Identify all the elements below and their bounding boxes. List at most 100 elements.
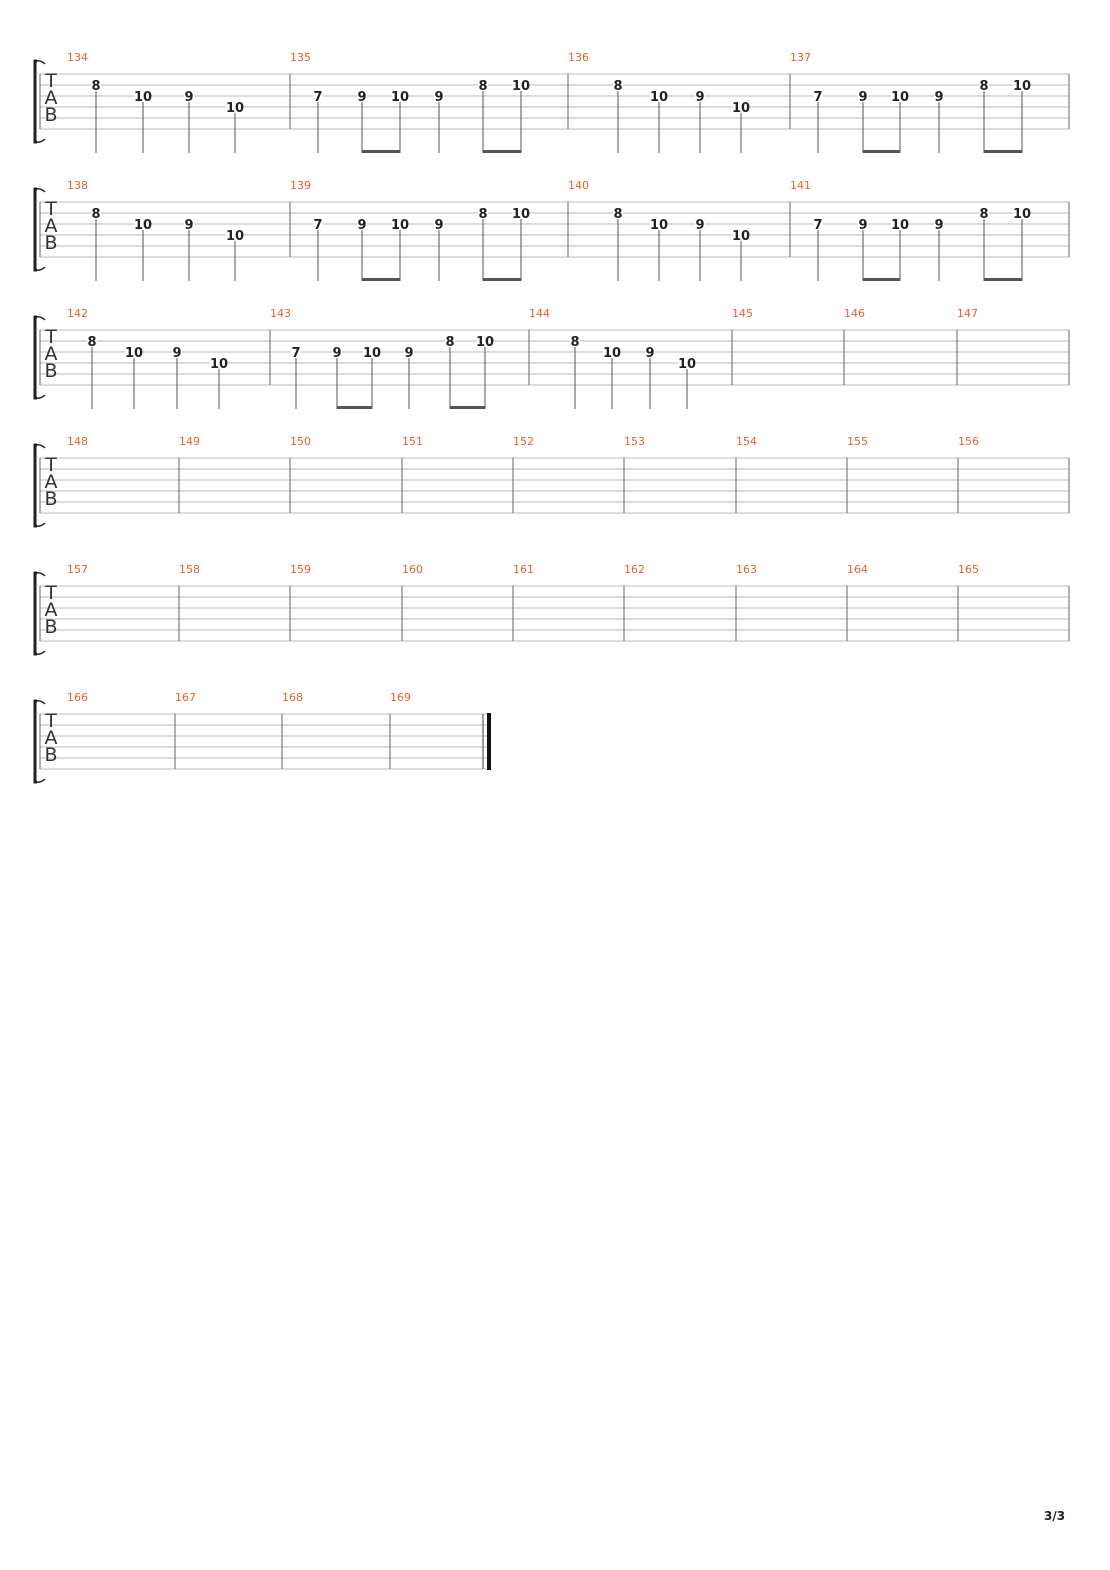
fret-number: 9 bbox=[934, 90, 943, 105]
fret-number: 10 bbox=[512, 79, 530, 94]
fret-number: 10 bbox=[226, 229, 244, 244]
system-bracket bbox=[33, 699, 37, 784]
fret-bg bbox=[813, 90, 823, 102]
bracket-top-hook bbox=[34, 188, 46, 193]
system-bracket bbox=[33, 571, 37, 656]
fret-bg bbox=[732, 229, 750, 241]
fret-bg bbox=[184, 218, 194, 230]
fret-number: 9 bbox=[858, 90, 867, 105]
fret-bg bbox=[476, 335, 494, 347]
tab-clef-letter: A bbox=[45, 343, 58, 365]
measure-number: 159 bbox=[290, 563, 311, 576]
fret-bg bbox=[172, 346, 182, 358]
tab-clef-letter: T bbox=[44, 710, 57, 732]
measure-number: 160 bbox=[402, 563, 423, 576]
fret-bg bbox=[603, 346, 621, 358]
fret-number: 10 bbox=[732, 229, 750, 244]
measure-number: 143 bbox=[270, 307, 291, 320]
fret-bg bbox=[87, 335, 97, 347]
fret-number: 7 bbox=[313, 218, 322, 233]
fret-number: 10 bbox=[125, 346, 143, 361]
fret-bg bbox=[226, 229, 244, 241]
measure-number: 149 bbox=[179, 435, 200, 448]
tab-clef-letter: T bbox=[44, 454, 57, 476]
tab-clef-letter: A bbox=[45, 727, 58, 749]
fret-number: 8 bbox=[613, 207, 622, 222]
fret-number: 10 bbox=[1013, 79, 1031, 94]
fret-number: 9 bbox=[434, 218, 443, 233]
fret-number: 8 bbox=[445, 335, 454, 350]
fret-number: 7 bbox=[813, 90, 822, 105]
fret-bg bbox=[613, 79, 623, 91]
measure-number: 145 bbox=[732, 307, 753, 320]
fret-number: 10 bbox=[391, 218, 409, 233]
fret-bg bbox=[1013, 207, 1031, 219]
tab-clef-letter: A bbox=[45, 87, 58, 109]
fret-number: 8 bbox=[570, 335, 579, 350]
fret-bg bbox=[1013, 79, 1031, 91]
fret-bg bbox=[134, 90, 152, 102]
bracket-top-hook bbox=[34, 572, 46, 577]
fret-number: 8 bbox=[613, 79, 622, 94]
measure-number: 141 bbox=[790, 179, 811, 192]
fret-number: 8 bbox=[979, 79, 988, 94]
measure-number: 167 bbox=[175, 691, 196, 704]
fret-number: 7 bbox=[291, 346, 300, 361]
measure-number: 139 bbox=[290, 179, 311, 192]
fret-number: 10 bbox=[650, 90, 668, 105]
fret-bg bbox=[391, 218, 409, 230]
fret-bg bbox=[695, 218, 705, 230]
fret-number: 9 bbox=[184, 218, 193, 233]
bracket-bottom-hook bbox=[34, 778, 46, 783]
fret-bg bbox=[891, 218, 909, 230]
measure-number: 154 bbox=[736, 435, 757, 448]
fret-number: 10 bbox=[891, 218, 909, 233]
fret-number: 10 bbox=[732, 101, 750, 116]
fret-number: 7 bbox=[813, 218, 822, 233]
fret-number: 10 bbox=[603, 346, 621, 361]
tab-clef-letter: B bbox=[44, 232, 57, 254]
fret-number: 10 bbox=[512, 207, 530, 222]
measure-number: 152 bbox=[513, 435, 534, 448]
measure-number: 138 bbox=[67, 179, 88, 192]
tab-clef-letter: T bbox=[44, 326, 57, 348]
measure-number: 166 bbox=[67, 691, 88, 704]
measure-number: 163 bbox=[736, 563, 757, 576]
fret-bg bbox=[650, 218, 668, 230]
fret-bg bbox=[91, 207, 101, 219]
measure-number: 147 bbox=[957, 307, 978, 320]
fret-number: 8 bbox=[87, 335, 96, 350]
fret-bg bbox=[291, 346, 301, 358]
fret-bg bbox=[134, 218, 152, 230]
fret-number: 9 bbox=[645, 346, 654, 361]
fret-number: 8 bbox=[478, 79, 487, 94]
fret-number: 10 bbox=[650, 218, 668, 233]
fret-bg bbox=[570, 335, 580, 347]
fret-bg bbox=[226, 101, 244, 113]
page-number: 3/3 bbox=[1044, 1509, 1066, 1523]
fret-bg bbox=[357, 90, 367, 102]
tab-clef-letter: B bbox=[44, 360, 57, 382]
bracket-bottom-hook bbox=[34, 138, 46, 143]
fret-bg bbox=[478, 207, 488, 219]
fret-number: 10 bbox=[210, 357, 228, 372]
fret-bg bbox=[695, 90, 705, 102]
fret-number: 10 bbox=[134, 218, 152, 233]
fret-number: 10 bbox=[891, 90, 909, 105]
fret-number: 8 bbox=[478, 207, 487, 222]
measure-number: 165 bbox=[958, 563, 979, 576]
fret-number: 9 bbox=[695, 90, 704, 105]
fret-bg bbox=[934, 218, 944, 230]
measure-number: 168 bbox=[282, 691, 303, 704]
measure-number: 161 bbox=[513, 563, 534, 576]
fret-bg bbox=[512, 207, 530, 219]
fret-bg bbox=[650, 90, 668, 102]
tab-clef-letter: A bbox=[45, 471, 58, 493]
tab-clef-letter: T bbox=[44, 70, 57, 92]
fret-bg bbox=[332, 346, 342, 358]
system-bracket bbox=[33, 59, 37, 144]
